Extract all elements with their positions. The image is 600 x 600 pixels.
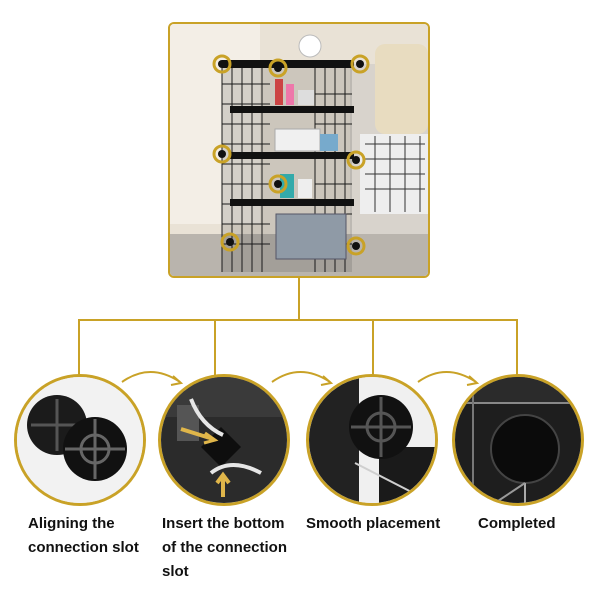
arrow-icon (121, 371, 184, 386)
arrow-icon (417, 371, 480, 386)
arrow-icon (271, 371, 334, 386)
connector-line-horizontal (78, 319, 518, 321)
placed-connector-icon (309, 377, 435, 503)
cube-storage-rack-image (170, 24, 428, 276)
connector-pieces-icon (17, 377, 143, 503)
step-3-caption: Smooth placement (306, 515, 441, 532)
connector-line-vertical (298, 278, 300, 320)
insert-connector-icon (161, 377, 287, 503)
connector-drop-2 (214, 319, 216, 377)
step-4-image (452, 374, 584, 506)
step-2-caption: Insert the bottom of the connection slot (162, 515, 287, 580)
completed-connector-icon (455, 377, 581, 503)
step-2-image (158, 374, 290, 506)
connector-drop-1 (78, 319, 80, 377)
connector-drop-3 (372, 319, 374, 377)
connector-drop-4 (516, 319, 518, 377)
step-4-caption: Completed (478, 515, 556, 532)
product-photo (168, 22, 430, 278)
step-1-image (14, 374, 146, 506)
step-1-caption: Aligning the connection slot (28, 515, 139, 556)
step-3-image (306, 374, 438, 506)
